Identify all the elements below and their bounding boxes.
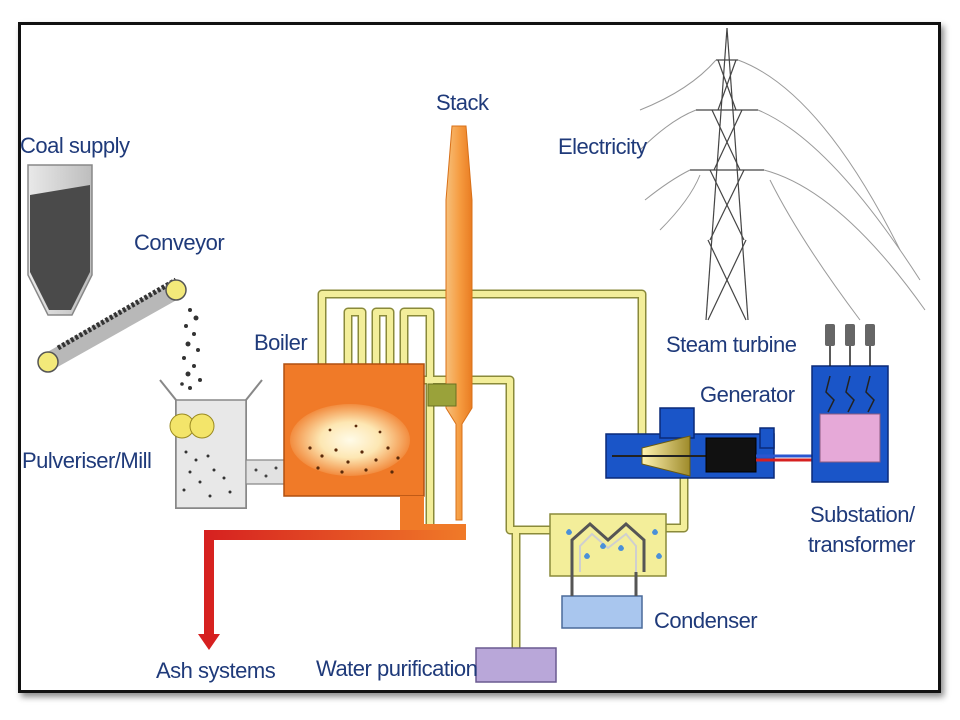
falling-coal bbox=[180, 308, 202, 390]
label-boiler: Boiler bbox=[254, 330, 307, 355]
label-water-purification: Water purification bbox=[316, 656, 477, 681]
label-coal-supply: Coal supply bbox=[20, 133, 130, 158]
transmission-pylon bbox=[690, 27, 764, 321]
label-generator: Generator bbox=[700, 382, 795, 407]
power-lines bbox=[639, 59, 926, 321]
label-condenser: Condenser bbox=[654, 608, 757, 633]
conveyor-belt bbox=[37, 277, 187, 373]
label-electricity: Electricity bbox=[558, 134, 647, 159]
ash-line bbox=[198, 530, 466, 650]
substation-transformer bbox=[811, 324, 889, 483]
coal-hopper bbox=[27, 164, 93, 316]
boiler bbox=[283, 363, 466, 536]
label-ash-systems: Ash systems bbox=[156, 658, 276, 683]
condenser bbox=[549, 513, 667, 629]
label-conveyor: Conveyor bbox=[134, 230, 224, 255]
label-substation-line1: Substation/ bbox=[810, 502, 916, 527]
label-steam-turbine: Steam turbine bbox=[666, 332, 797, 357]
water-purification-tank bbox=[475, 647, 557, 683]
label-stack: Stack bbox=[436, 90, 490, 115]
label-substation-line2: transformer bbox=[808, 532, 915, 557]
ash-arrow-icon bbox=[198, 634, 220, 650]
diagram-frame bbox=[18, 22, 941, 693]
pulveriser-mill bbox=[159, 379, 287, 509]
stack bbox=[427, 125, 473, 521]
label-pulveriser-mill: Pulveriser/Mill bbox=[22, 448, 151, 473]
steam-turbine-generator bbox=[605, 407, 812, 479]
